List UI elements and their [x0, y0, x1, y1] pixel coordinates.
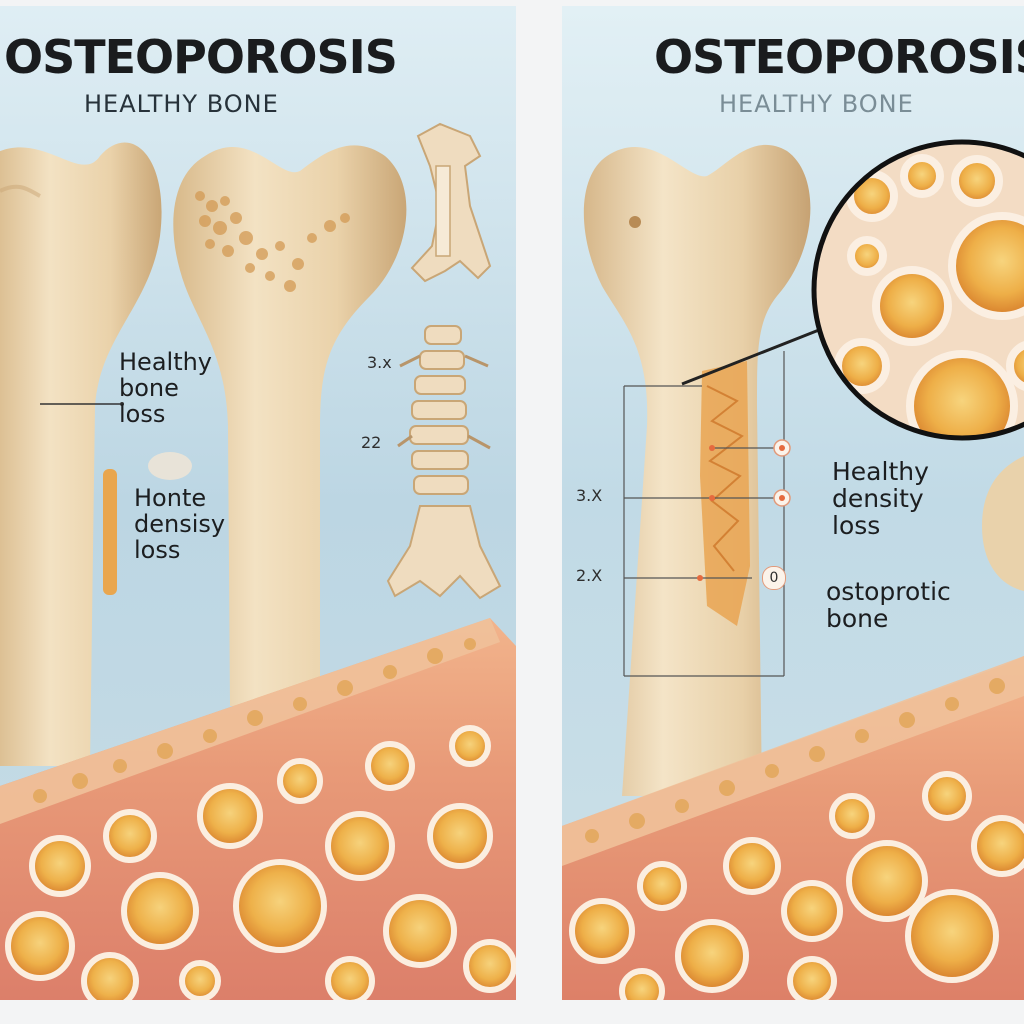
left-label-top-line-1: Healthy [119, 348, 213, 376]
right-label-top: Healthy density loss [832, 458, 929, 539]
right-label-top-line-3: loss [832, 511, 881, 540]
right-scale-mark-1: 3.X [576, 486, 603, 505]
right-label-bottom-line-2: bone [826, 604, 889, 633]
right-label-bottom: ostoprotic bone [826, 578, 951, 632]
left-spine-mark-1: 3.x [367, 353, 392, 372]
right-scale-mark-2: 2.X [576, 566, 603, 585]
right-illustration [562, 6, 1024, 1000]
left-label-top: Healthy bone loss [119, 348, 213, 428]
right-label-top-line-2: density [832, 484, 924, 513]
left-label-top-line-2: bone [119, 373, 179, 402]
left-label-top-line-3: loss [119, 399, 166, 428]
left-spine-mark-2: 22 [361, 433, 382, 452]
right-title: OSTEOPOROSIS [654, 30, 1024, 84]
right-label-bottom-line-1: ostoprotic [826, 577, 951, 606]
left-subtitle: HEALTHY BONE [84, 90, 279, 118]
right-panel: OSTEOPOROSIS HEALTHY BONE Healthy densit… [562, 6, 1024, 1000]
left-title: OSTEOPOROSIS [4, 30, 398, 84]
right-marker-value: 0 [762, 566, 786, 590]
left-label-bottom-line-3: loss [134, 535, 181, 564]
left-label-bottom: Honte densisy loss [134, 484, 226, 564]
right-label-top-line-1: Healthy [832, 457, 929, 486]
left-panel: OSTEOPOROSIS HEALTHY BONE Healthy bone l… [0, 6, 516, 1000]
right-subtitle: HEALTHY BONE [719, 90, 914, 118]
left-illustration [0, 6, 516, 1000]
left-label-bottom-line-2: densisy [134, 509, 226, 538]
left-label-bottom-line-1: Honte [134, 484, 207, 512]
